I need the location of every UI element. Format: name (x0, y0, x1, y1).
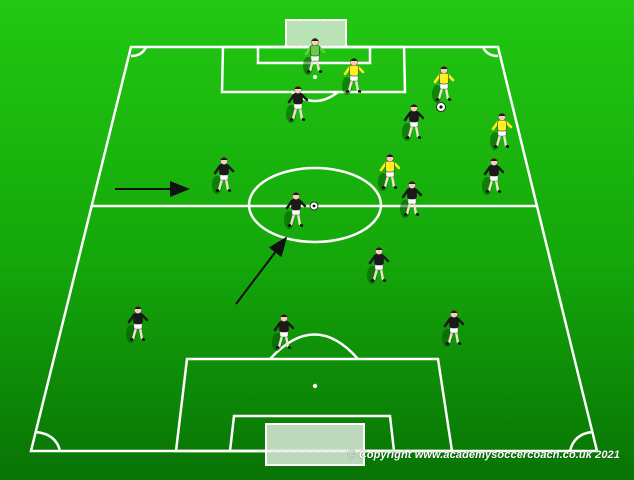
black-player (272, 314, 295, 351)
bottom-penalty-box (174, 357, 454, 453)
top-penalty-spot (313, 75, 317, 79)
corner-arc-bottom-right (568, 430, 593, 452)
bottom-penalty-spot (312, 383, 318, 389)
corner-arc-top-right (481, 46, 499, 58)
yellow-player (490, 113, 513, 150)
black-player (442, 310, 465, 347)
movement-arrow-diagonal (235, 236, 288, 305)
yellow-player (342, 58, 365, 95)
center-circle (247, 166, 383, 244)
ball-right (436, 102, 446, 112)
bottom-six-yard-box (228, 414, 396, 453)
players-layer (126, 38, 513, 351)
bottom-goal (265, 423, 365, 466)
bottom-penalty-arc (269, 333, 359, 360)
copyright-text: © Copyright www.academysoccercoach.co.uk… (347, 449, 620, 461)
black-player (482, 158, 505, 195)
black-player (286, 86, 309, 123)
black-player (126, 306, 149, 343)
yellow-player (378, 154, 401, 191)
black-player (212, 157, 235, 194)
black-player (400, 181, 423, 218)
corner-arc-bottom-left (35, 430, 62, 452)
black-player (402, 104, 425, 141)
yellow-player (432, 66, 455, 103)
corner-arc-top-left (130, 46, 148, 58)
goalkeeper (303, 38, 326, 75)
black-player (367, 247, 390, 284)
ball-center (309, 201, 319, 211)
black-player (284, 192, 307, 229)
